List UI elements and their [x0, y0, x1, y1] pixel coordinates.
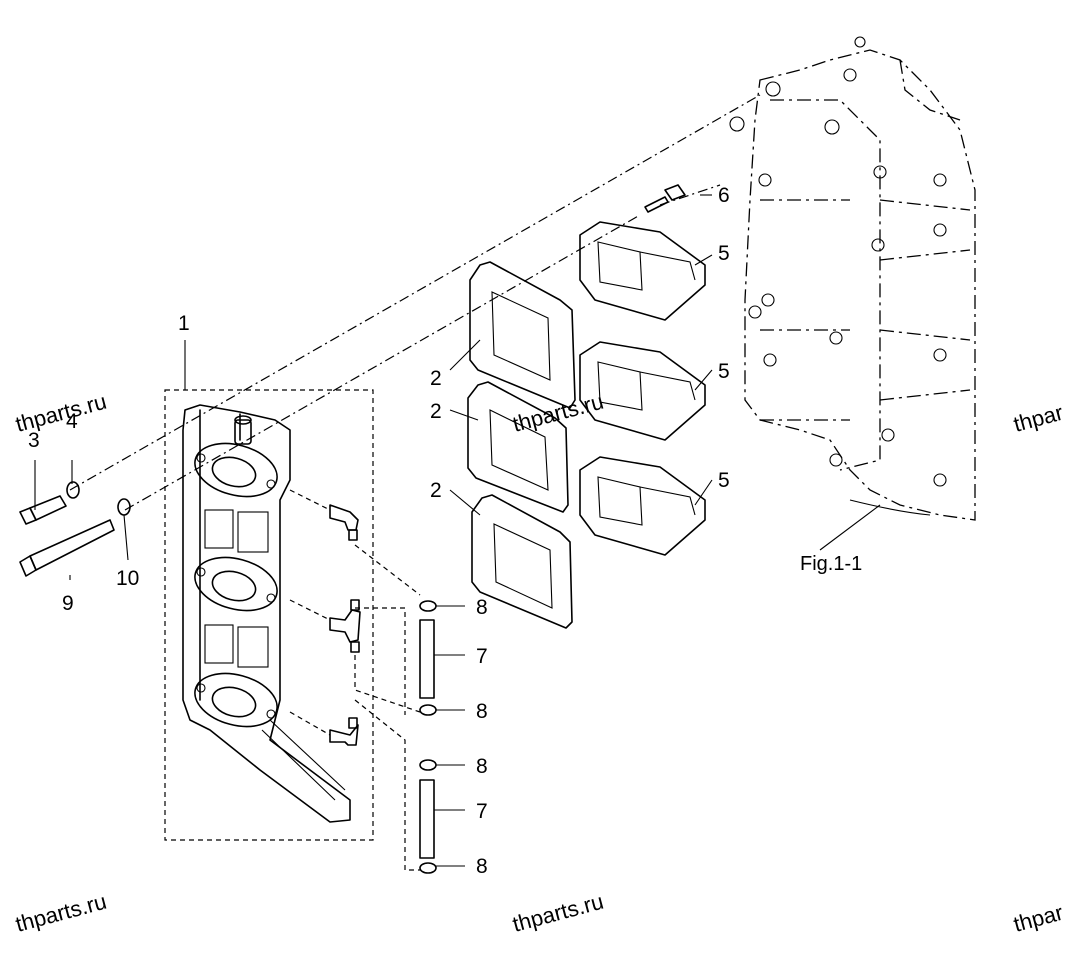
callout-5-middle: 5 — [718, 360, 730, 383]
hoses-and-clamps — [419, 600, 437, 874]
callout-3: 3 — [28, 429, 40, 452]
callout-8-3: 8 — [476, 755, 488, 778]
watermark-top-center: thparts.ru — [510, 389, 606, 437]
figure-reference: Fig.1-1 — [800, 553, 862, 575]
callout-6: 6 — [718, 184, 730, 207]
callout-9: 9 — [62, 592, 74, 615]
callout-2-top: 2 — [430, 367, 442, 390]
callout-4: 4 — [66, 410, 78, 433]
leader-lines — [34, 254, 881, 867]
intake-manifold-assembly — [164, 389, 374, 841]
watermark-bottom-left: thparts.ru — [13, 889, 109, 937]
reed-valve-parts — [579, 221, 706, 556]
callout-7-top: 7 — [476, 645, 488, 668]
alignment-lines — [69, 94, 761, 511]
callout-2-middle: 2 — [430, 400, 442, 423]
callout-1: 1 — [178, 312, 190, 335]
callout-labels: 1 2 2 2 3 4 5 5 5 6 7 7 8 8 8 8 9 10 Fig… — [28, 184, 862, 878]
gasket-parts — [467, 261, 576, 629]
callout-2-bottom: 2 — [430, 479, 442, 502]
callout-7-bottom: 7 — [476, 800, 488, 823]
watermark-bottom-right: thpar — [1011, 900, 1066, 937]
watermark-bottom-center: thparts.ru — [510, 889, 606, 937]
callout-8-2: 8 — [476, 700, 488, 723]
watermark-top-left: thparts.ru — [13, 389, 109, 437]
engine-block-drawing — [729, 36, 976, 521]
callout-8-4: 8 — [476, 855, 488, 878]
callout-8-1: 8 — [476, 596, 488, 619]
hose-fittings — [289, 489, 361, 746]
watermarks: thparts.ru thparts.ru thpar thparts.ru t… — [13, 389, 1066, 937]
callout-5-bottom: 5 — [718, 469, 730, 492]
bolts-and-washers — [19, 481, 131, 577]
callout-10: 10 — [116, 567, 139, 590]
screw-part-6 — [644, 184, 712, 213]
watermark-top-right: thpar — [1011, 400, 1066, 437]
hose-routing-lines — [354, 544, 421, 871]
callout-5-top: 5 — [718, 242, 730, 265]
